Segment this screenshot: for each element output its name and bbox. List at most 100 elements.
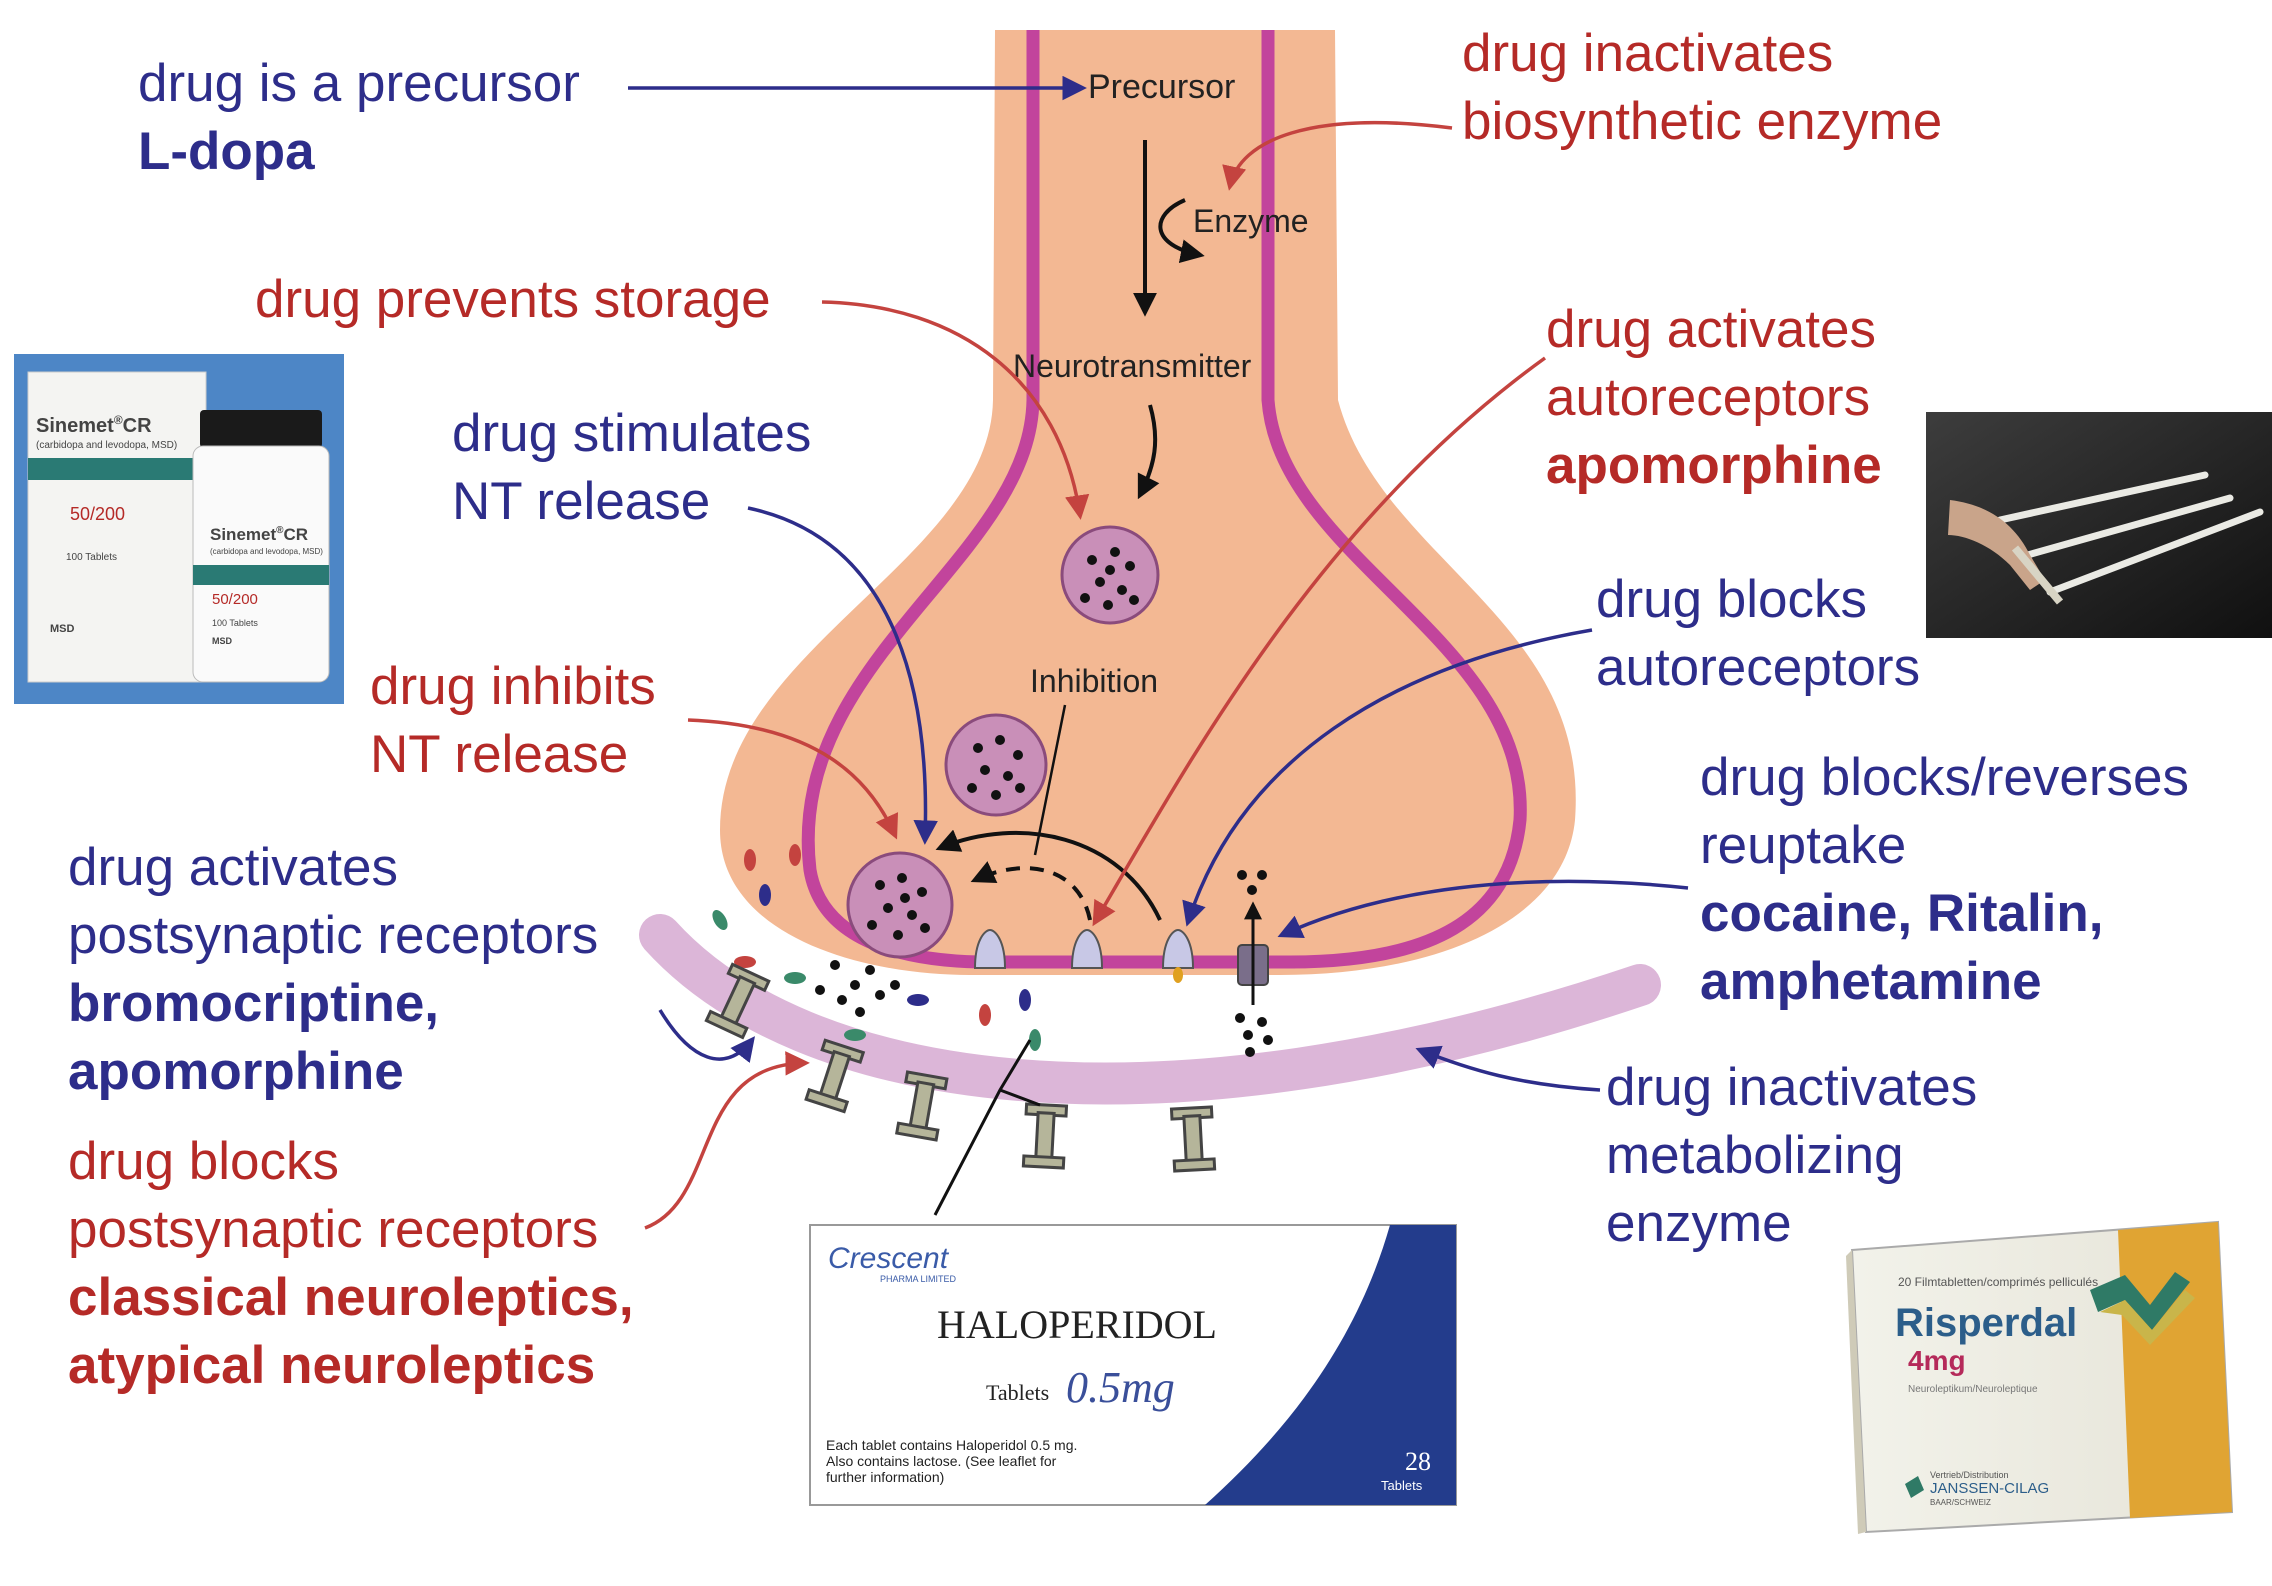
svg-text:Also contains lactose. (See le: Also contains lactose. (See leaflet for [826, 1453, 1057, 1469]
annotation-inactivates-metabolizing: drug inactivates metabolizing enzyme [1606, 1054, 1977, 1258]
inhibit-release-arrow [687, 718, 899, 840]
biosynthetic-arrow [1222, 121, 1453, 191]
inhibition-dashed-arrow [970, 861, 1092, 921]
enzyme-arrow [1158, 198, 1205, 263]
annotation-line: postsynaptic receptors [68, 906, 599, 965]
cocaine-photo [1926, 412, 2272, 638]
metabolizing-arrow [1415, 1045, 1601, 1092]
annotation-line: NT release [370, 725, 629, 784]
drug-apomorphine-postsynaptic: apomorphine [68, 1042, 404, 1101]
svg-text:Each tablet contains Haloperid: Each tablet contains Haloperidol 0.5 mg. [826, 1437, 1077, 1453]
annotation-prevents-storage: drug prevents storage [255, 266, 771, 334]
reuptake-arrow [1277, 879, 1689, 938]
annotation-line: autoreceptors [1596, 638, 1921, 697]
reuptake-transporter [1237, 901, 1269, 1005]
annotation-line: drug activates [68, 838, 398, 897]
drug-l-dopa: L-dopa [138, 122, 315, 181]
svg-text:MSD: MSD [212, 636, 233, 646]
svg-text:Risperdal: Risperdal [1895, 1301, 2077, 1345]
enzyme-label: Enzyme [1193, 203, 1309, 239]
svg-text:Tablets: Tablets [1381, 1478, 1423, 1493]
annotation-activates-postsynaptic: drug activates postsynaptic receptors br… [68, 834, 598, 1106]
storage-drug-arrow [821, 300, 1090, 520]
annotation-blocks-postsynaptic: drug blocks postsynaptic receptors class… [68, 1128, 634, 1400]
presynaptic-membrane-right [1261, 30, 1527, 969]
svg-text:(carbidopa and levodopa, MSD): (carbidopa and levodopa, MSD) [210, 547, 323, 556]
haloperidol-box-image: Crescent PHARMA LIMITED HALOPERIDOL Tabl… [809, 1224, 1457, 1506]
inhibition-pointer [1033, 704, 1067, 856]
neurotransmitter-label: Neurotransmitter [1013, 348, 1252, 384]
postsynaptic-block-arrow [644, 1051, 810, 1230]
svg-text:50/200: 50/200 [70, 504, 125, 524]
svg-text:20 Filmtabletten/comprimés pel: 20 Filmtabletten/comprimés pelliculés [1898, 1275, 2098, 1289]
annotation-line: drug blocks [68, 1132, 340, 1191]
svg-text:Sinemet®CR: Sinemet®CR [210, 525, 308, 544]
svg-text:Vertrieb/Distribution: Vertrieb/Distribution [1930, 1470, 2009, 1480]
autoreceptors [973, 928, 1195, 983]
stimulate-release-arrow [747, 506, 938, 845]
drug-atypical-neuroleptics: atypical neuroleptics [68, 1336, 596, 1395]
annotation-blocks-autoreceptors: drug blocks autoreceptors [1596, 566, 1920, 702]
annotation-line: drug activates [1546, 300, 1876, 359]
autoreceptor-activate-arrow [1092, 356, 1547, 927]
annotation-precursor-text: drug is a precursor [138, 54, 580, 113]
svg-text:HALOPERIDOL: HALOPERIDOL [937, 1302, 1217, 1347]
svg-text:Sinemet®CR: Sinemet®CR [36, 413, 152, 437]
svg-text:further information): further information) [826, 1469, 944, 1485]
reuptake-neurotransmitter [1235, 870, 1273, 1057]
svg-text:PHARMA LIMITED: PHARMA LIMITED [880, 1274, 957, 1284]
sinemet-product-image: Sinemet®CR (carbidopa and levodopa, MSD)… [14, 354, 344, 704]
annotation-activates-autoreceptors: drug activates autoreceptors apomorphine [1546, 296, 1882, 500]
annotation-blocks-reuptake: drug blocks/reverses reuptake cocaine, R… [1700, 744, 2189, 1016]
annotation-line: postsynaptic receptors [68, 1200, 599, 1259]
vesicle-stored [1060, 525, 1160, 625]
inhibition-label: Inhibition [1030, 663, 1158, 699]
annotation-line: drug stimulates [452, 404, 812, 463]
svg-text:BAAR/SCHWEIZ: BAAR/SCHWEIZ [1930, 1498, 1991, 1507]
svg-text:JANSSEN-CILAG: JANSSEN-CILAG [1930, 1480, 2049, 1497]
vesicle-docked [846, 851, 954, 959]
vesicle-moving [944, 713, 1048, 817]
svg-text:(carbidopa and levodopa, MSD): (carbidopa and levodopa, MSD) [36, 440, 177, 451]
presynaptic-terminal [720, 30, 1576, 975]
annotation-line: reuptake [1700, 816, 1907, 875]
haloperidol-pointer [933, 1039, 1041, 1216]
annotation-precursor: drug is a precursor L-dopa [138, 50, 580, 186]
storage-arrow [1137, 404, 1160, 500]
annotation-line: drug blocks/reverses [1700, 748, 2189, 807]
svg-text:Tablets: Tablets [986, 1380, 1049, 1405]
svg-text:100 Tablets: 100 Tablets [212, 618, 258, 628]
annotation-line: drug blocks [1596, 570, 1868, 629]
annotation-line: NT release [452, 472, 711, 531]
postsynaptic-receptors [704, 962, 1217, 1173]
drug-apomorphine: apomorphine [1546, 436, 1882, 495]
release-arrow [935, 829, 1162, 921]
annotation-line: autoreceptors [1546, 368, 1871, 427]
svg-text:MSD: MSD [50, 623, 75, 635]
drug-cocaine-ritalin: cocaine, Ritalin, [1700, 884, 2104, 943]
drug-classical-neuroleptics: classical neuroleptics, [68, 1268, 634, 1327]
released-neurotransmitter [815, 960, 900, 1017]
annotation-line: drug prevents storage [255, 270, 771, 329]
precursor-label: Precursor [1088, 68, 1235, 106]
annotation-line: biosynthetic enzyme [1462, 92, 1943, 151]
annotation-line: metabolizing [1606, 1126, 1904, 1185]
drug-molecules [712, 844, 1041, 1051]
svg-text:28: 28 [1405, 1447, 1431, 1476]
annotation-stimulates-release: drug stimulates NT release [452, 400, 811, 536]
drug-bromocriptine: bromocriptine, [68, 974, 440, 1033]
annotation-inhibits-release: drug inhibits NT release [370, 653, 656, 789]
autoreceptor-block-arrow [1182, 628, 1593, 927]
drug-amphetamine: amphetamine [1700, 952, 2042, 1011]
svg-text:50/200: 50/200 [212, 591, 258, 608]
risperdal-box-image: 20 Filmtabletten/comprimés pelliculés Ri… [1846, 1220, 2234, 1534]
annotation-line: drug inactivates [1606, 1058, 1978, 1117]
annotation-line: drug inhibits [370, 657, 656, 716]
svg-text:0.5mg: 0.5mg [1066, 1363, 1175, 1412]
svg-text:100 Tablets: 100 Tablets [66, 552, 117, 563]
svg-text:4mg: 4mg [1908, 1345, 1966, 1376]
annotation-line: enzyme [1606, 1194, 1792, 1253]
annotation-inactivates-biosynthetic: drug inactivates biosynthetic enzyme [1462, 20, 1942, 156]
annotation-line: drug inactivates [1462, 24, 1834, 83]
